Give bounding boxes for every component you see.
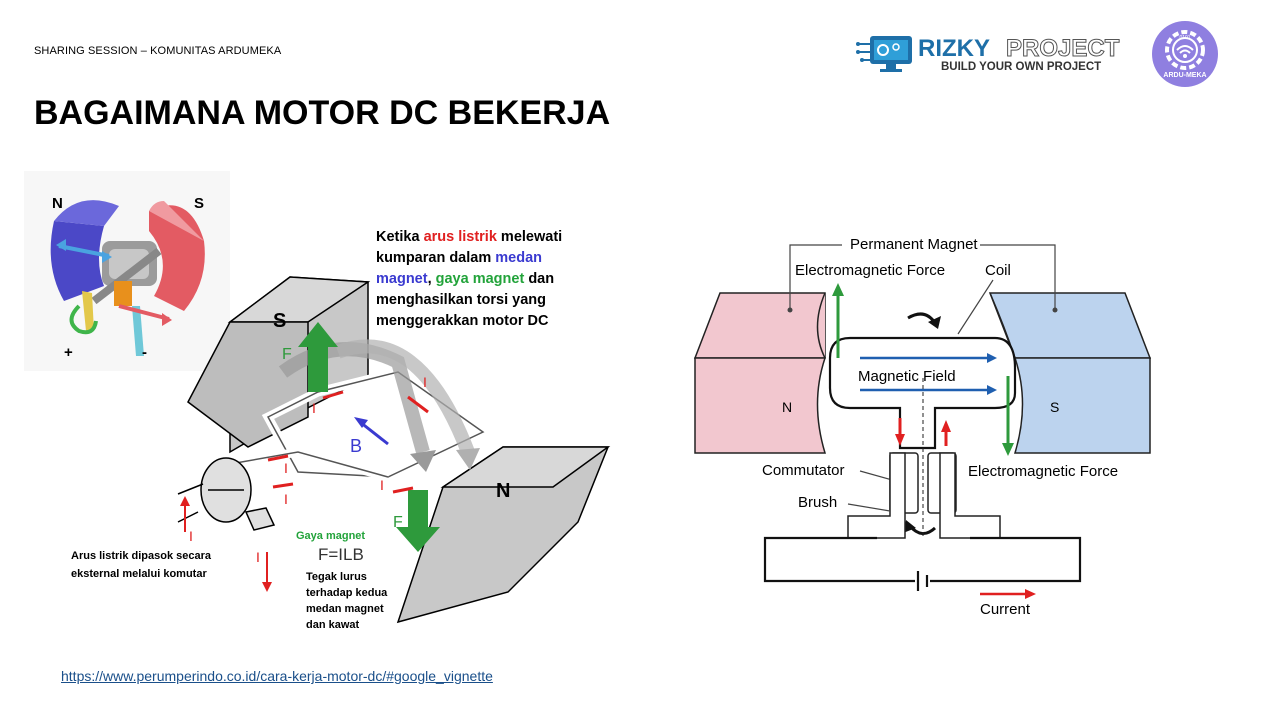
field-b-label: B bbox=[350, 436, 362, 456]
permanent-magnet-label: Permanent Magnet bbox=[850, 236, 978, 253]
current-label-2: I bbox=[423, 374, 427, 390]
commutator-label: Commutator bbox=[762, 462, 845, 479]
n-magnet: N bbox=[693, 292, 827, 454]
formula: F=ILB bbox=[318, 545, 364, 564]
rizky-word: RIZKY bbox=[918, 35, 990, 62]
coil-label: Coil bbox=[985, 262, 1011, 279]
page-title: BAGAIMANA MOTOR DC BEKERJA bbox=[34, 94, 611, 132]
rizky-tagline: BUILD YOUR OWN PROJECT bbox=[941, 61, 1101, 73]
tegak-lurus-text: Tegak lurus terhadap kedua medan magnet dan… bbox=[306, 571, 388, 631]
motor-cutaway-image: N S + - bbox=[24, 171, 230, 371]
brush-label: Brush bbox=[798, 494, 837, 511]
gaya-title: Gaya magnet bbox=[296, 530, 365, 542]
circuit-monitor-icon bbox=[856, 36, 912, 72]
current-label: Current bbox=[980, 601, 1031, 618]
current-label-4: I bbox=[284, 460, 288, 476]
dc-motor-schematic: N S Permanent Magnet Electromagnetic For… bbox=[693, 236, 1152, 618]
schematic-s-label: S bbox=[1050, 399, 1059, 415]
intro-line: menggerakkan motor DC bbox=[376, 313, 549, 329]
arus-listrik-text: Arus listrik dipasok secara eksternal mel… bbox=[71, 550, 212, 580]
ardumeka-small-text: 0101 bbox=[1179, 35, 1190, 41]
ardumeka-text: ARDU-MEKA bbox=[1163, 72, 1206, 79]
tegak-line: dan kawat bbox=[306, 619, 360, 631]
current-label-5: I bbox=[284, 491, 288, 507]
arus-line: Arus listrik dipasok secara bbox=[71, 550, 212, 562]
current-label-1: I bbox=[312, 400, 316, 416]
cutaway-s-label: S bbox=[194, 195, 204, 212]
force-label-top: F bbox=[282, 346, 292, 363]
tegak-line: medan magnet bbox=[306, 603, 384, 615]
force-label-bottom: F bbox=[393, 514, 403, 531]
tegak-line: Tegak lurus bbox=[306, 571, 367, 583]
intro-line: Ketika arus listrik melewati bbox=[376, 229, 562, 245]
n-magnet-block: N bbox=[396, 446, 611, 624]
current-label-ext-1: I bbox=[189, 528, 193, 544]
intro-line: menghasilkan torsi yang bbox=[376, 292, 546, 308]
arus-line: eksternal melalui komutar bbox=[71, 568, 207, 580]
current-label-3: I bbox=[380, 477, 384, 493]
intro-text: Ketika arus listrik melewati kumparan dal… bbox=[376, 229, 562, 329]
ardumeka-logo: 0101 ARDU-MEKA bbox=[1152, 21, 1218, 87]
em-force-top-label: Electromagnetic Force bbox=[795, 262, 945, 279]
tegak-line: terhadap kedua bbox=[306, 587, 388, 599]
magnet-n-label: N bbox=[496, 480, 510, 502]
em-force-right-label: Electromagnetic Force bbox=[968, 463, 1118, 480]
intro-line: magnet, gaya magnet dan bbox=[376, 271, 554, 287]
schematic-n-label: N bbox=[782, 399, 792, 415]
magnet-s-label: S bbox=[273, 310, 286, 332]
session-label: SHARING SESSION – KOMUNITAS ARDUMEKA bbox=[34, 45, 282, 57]
intro-line: kumparan dalam medan bbox=[376, 250, 542, 266]
source-link[interactable]: https://www.perumperindo.co.id/cara-kerj… bbox=[61, 668, 493, 684]
cutaway-plus-label: + bbox=[64, 344, 73, 361]
cutaway-minus-label: - bbox=[142, 344, 147, 361]
cutaway-n-label: N bbox=[52, 195, 63, 212]
project-word: PROJECT bbox=[1006, 35, 1120, 62]
current-label-ext-2: I bbox=[256, 549, 260, 565]
rizky-project-logo: RIZKY PROJECT BUILD YOUR OWN PROJECT bbox=[856, 35, 1120, 73]
s-magnet-block: S bbox=[187, 276, 371, 454]
motor-force-diagram: S N F F I I I I I B I I Gaya magnet F=IL… bbox=[71, 229, 611, 631]
magnetic-field-label: Magnetic Field bbox=[858, 368, 956, 385]
